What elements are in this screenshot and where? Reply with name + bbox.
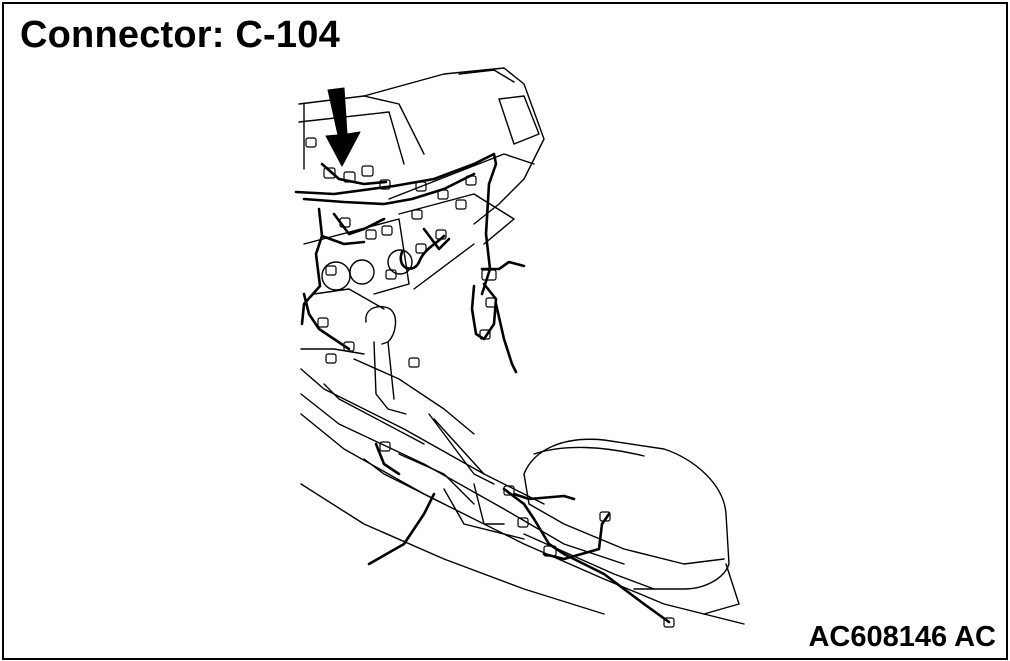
connector-icon — [663, 617, 675, 628]
figure-code: AC608146 AC — [808, 621, 996, 653]
connector-markers — [305, 137, 675, 628]
connector-icon — [379, 441, 391, 452]
connector-icon — [481, 269, 497, 281]
down-arrow-icon — [325, 87, 361, 167]
connector-icon — [381, 225, 393, 236]
connector-icon — [465, 175, 477, 186]
connector-icon — [385, 269, 397, 280]
connector-icon — [415, 181, 427, 192]
connector-icon — [503, 485, 515, 496]
wiring-harness — [294, 152, 671, 624]
connector-icon — [435, 229, 447, 240]
connector-icon — [339, 217, 351, 228]
shift-lever — [365, 305, 407, 415]
connector-icon — [599, 511, 611, 522]
connector-icon — [455, 199, 467, 210]
connector-icon — [543, 545, 557, 557]
connector-icon — [317, 317, 329, 328]
connector-icon — [365, 229, 377, 240]
armrest — [523, 438, 740, 615]
connector-icon — [415, 243, 427, 254]
connector-icon — [323, 167, 336, 179]
connector-icon — [305, 137, 317, 148]
connector-icon — [485, 297, 497, 308]
connector-icon — [361, 165, 374, 177]
instrument-panel — [298, 67, 545, 310]
connector-icon — [517, 517, 529, 528]
connector-icon — [411, 209, 423, 220]
vehicle-interior-drawing — [294, 67, 745, 628]
connector-icon — [343, 171, 356, 183]
center-console — [300, 348, 745, 625]
connector-icon — [408, 357, 420, 368]
connector-icon — [325, 353, 337, 364]
connector-icon — [325, 265, 337, 276]
connector-icon — [437, 189, 449, 200]
connector-icon — [343, 341, 355, 352]
connector-icon — [479, 329, 491, 340]
connector-icon — [379, 179, 391, 190]
page-title: Connector: C-104 — [20, 14, 340, 56]
